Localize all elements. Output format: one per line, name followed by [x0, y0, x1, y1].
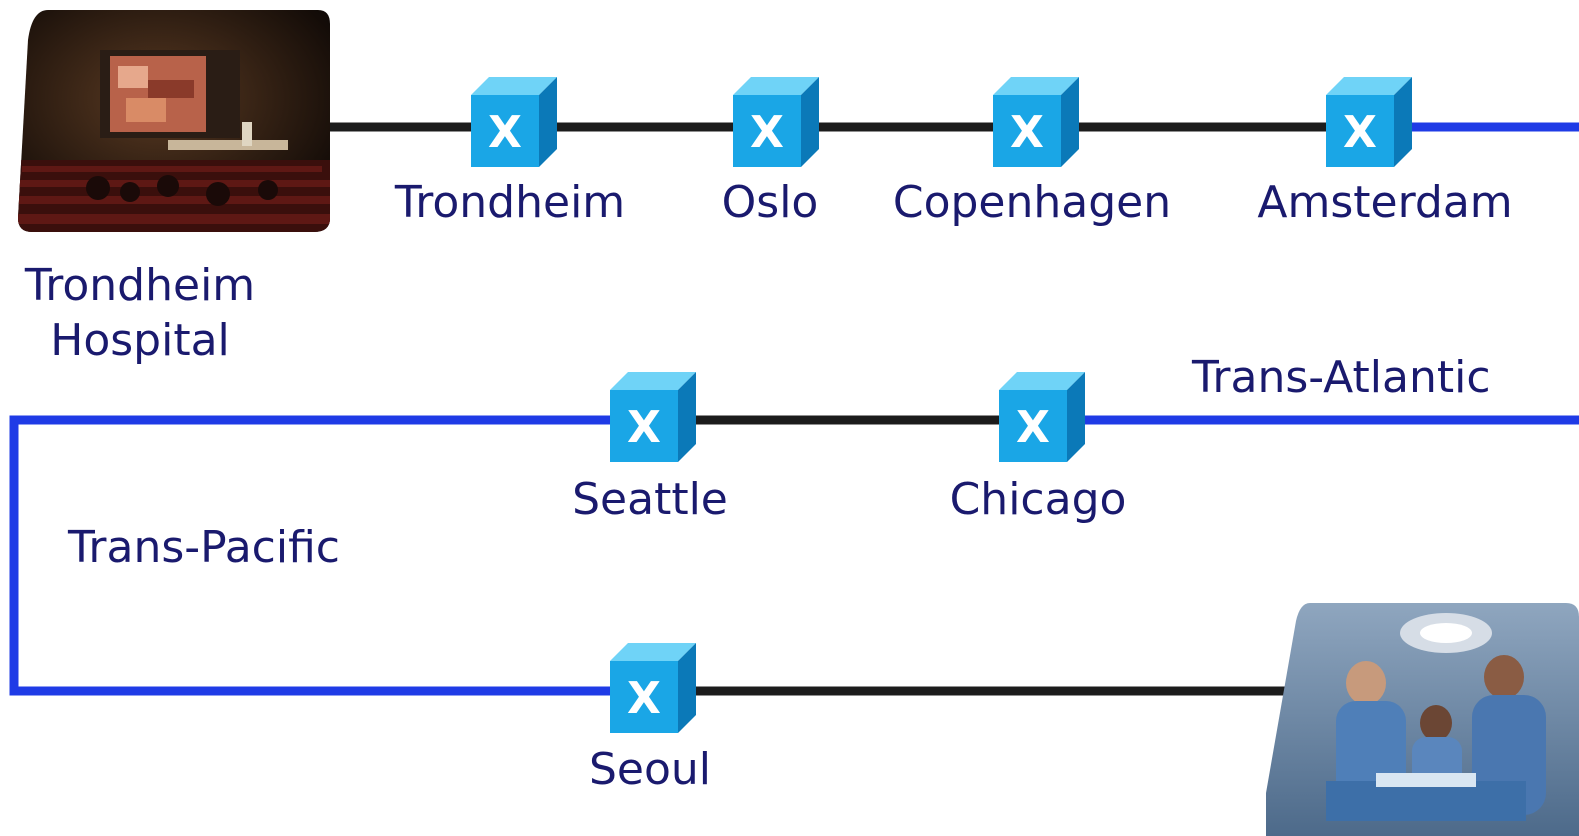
link-trans-pacific — [9, 415, 660, 696]
node-glyph: X — [1010, 107, 1044, 158]
label-trondheim: Trondheim — [394, 177, 626, 228]
site-label-line2: Hospital — [50, 315, 230, 366]
node-seattle: X — [610, 372, 696, 462]
node-glyph: X — [627, 673, 661, 724]
node-trondheim: X — [471, 77, 557, 167]
site-label-line1: Trondheim — [24, 260, 256, 311]
label-seattle: Seattle — [572, 474, 728, 525]
node-glyph: X — [750, 107, 784, 158]
label-oslo: Oslo — [721, 177, 819, 228]
surgery-photo — [1266, 603, 1579, 836]
node-copenhagen: X — [993, 77, 1079, 167]
node-amsterdam: X — [1326, 77, 1412, 167]
label-seoul: Seoul — [588, 744, 712, 795]
label-chicago: Chicago — [949, 474, 1127, 525]
link-label-trans-pacific: Trans-Pacific — [68, 522, 340, 573]
link-label-trans-atlantic: Trans-Atlantic — [1192, 352, 1491, 403]
site-label-origin: Trondheim Hospital — [0, 258, 280, 368]
label-amsterdam: Amsterdam — [1257, 177, 1513, 228]
auditorium-photo — [18, 10, 330, 232]
node-glyph: X — [1343, 107, 1377, 158]
node-glyph: X — [627, 402, 661, 453]
node-oslo: X — [733, 77, 819, 167]
node-seoul: X — [610, 643, 696, 733]
label-copenhagen: Copenhagen — [892, 177, 1172, 228]
node-glyph: X — [1016, 402, 1050, 453]
node-chicago: X — [999, 372, 1085, 462]
node-glyph: X — [488, 107, 522, 158]
